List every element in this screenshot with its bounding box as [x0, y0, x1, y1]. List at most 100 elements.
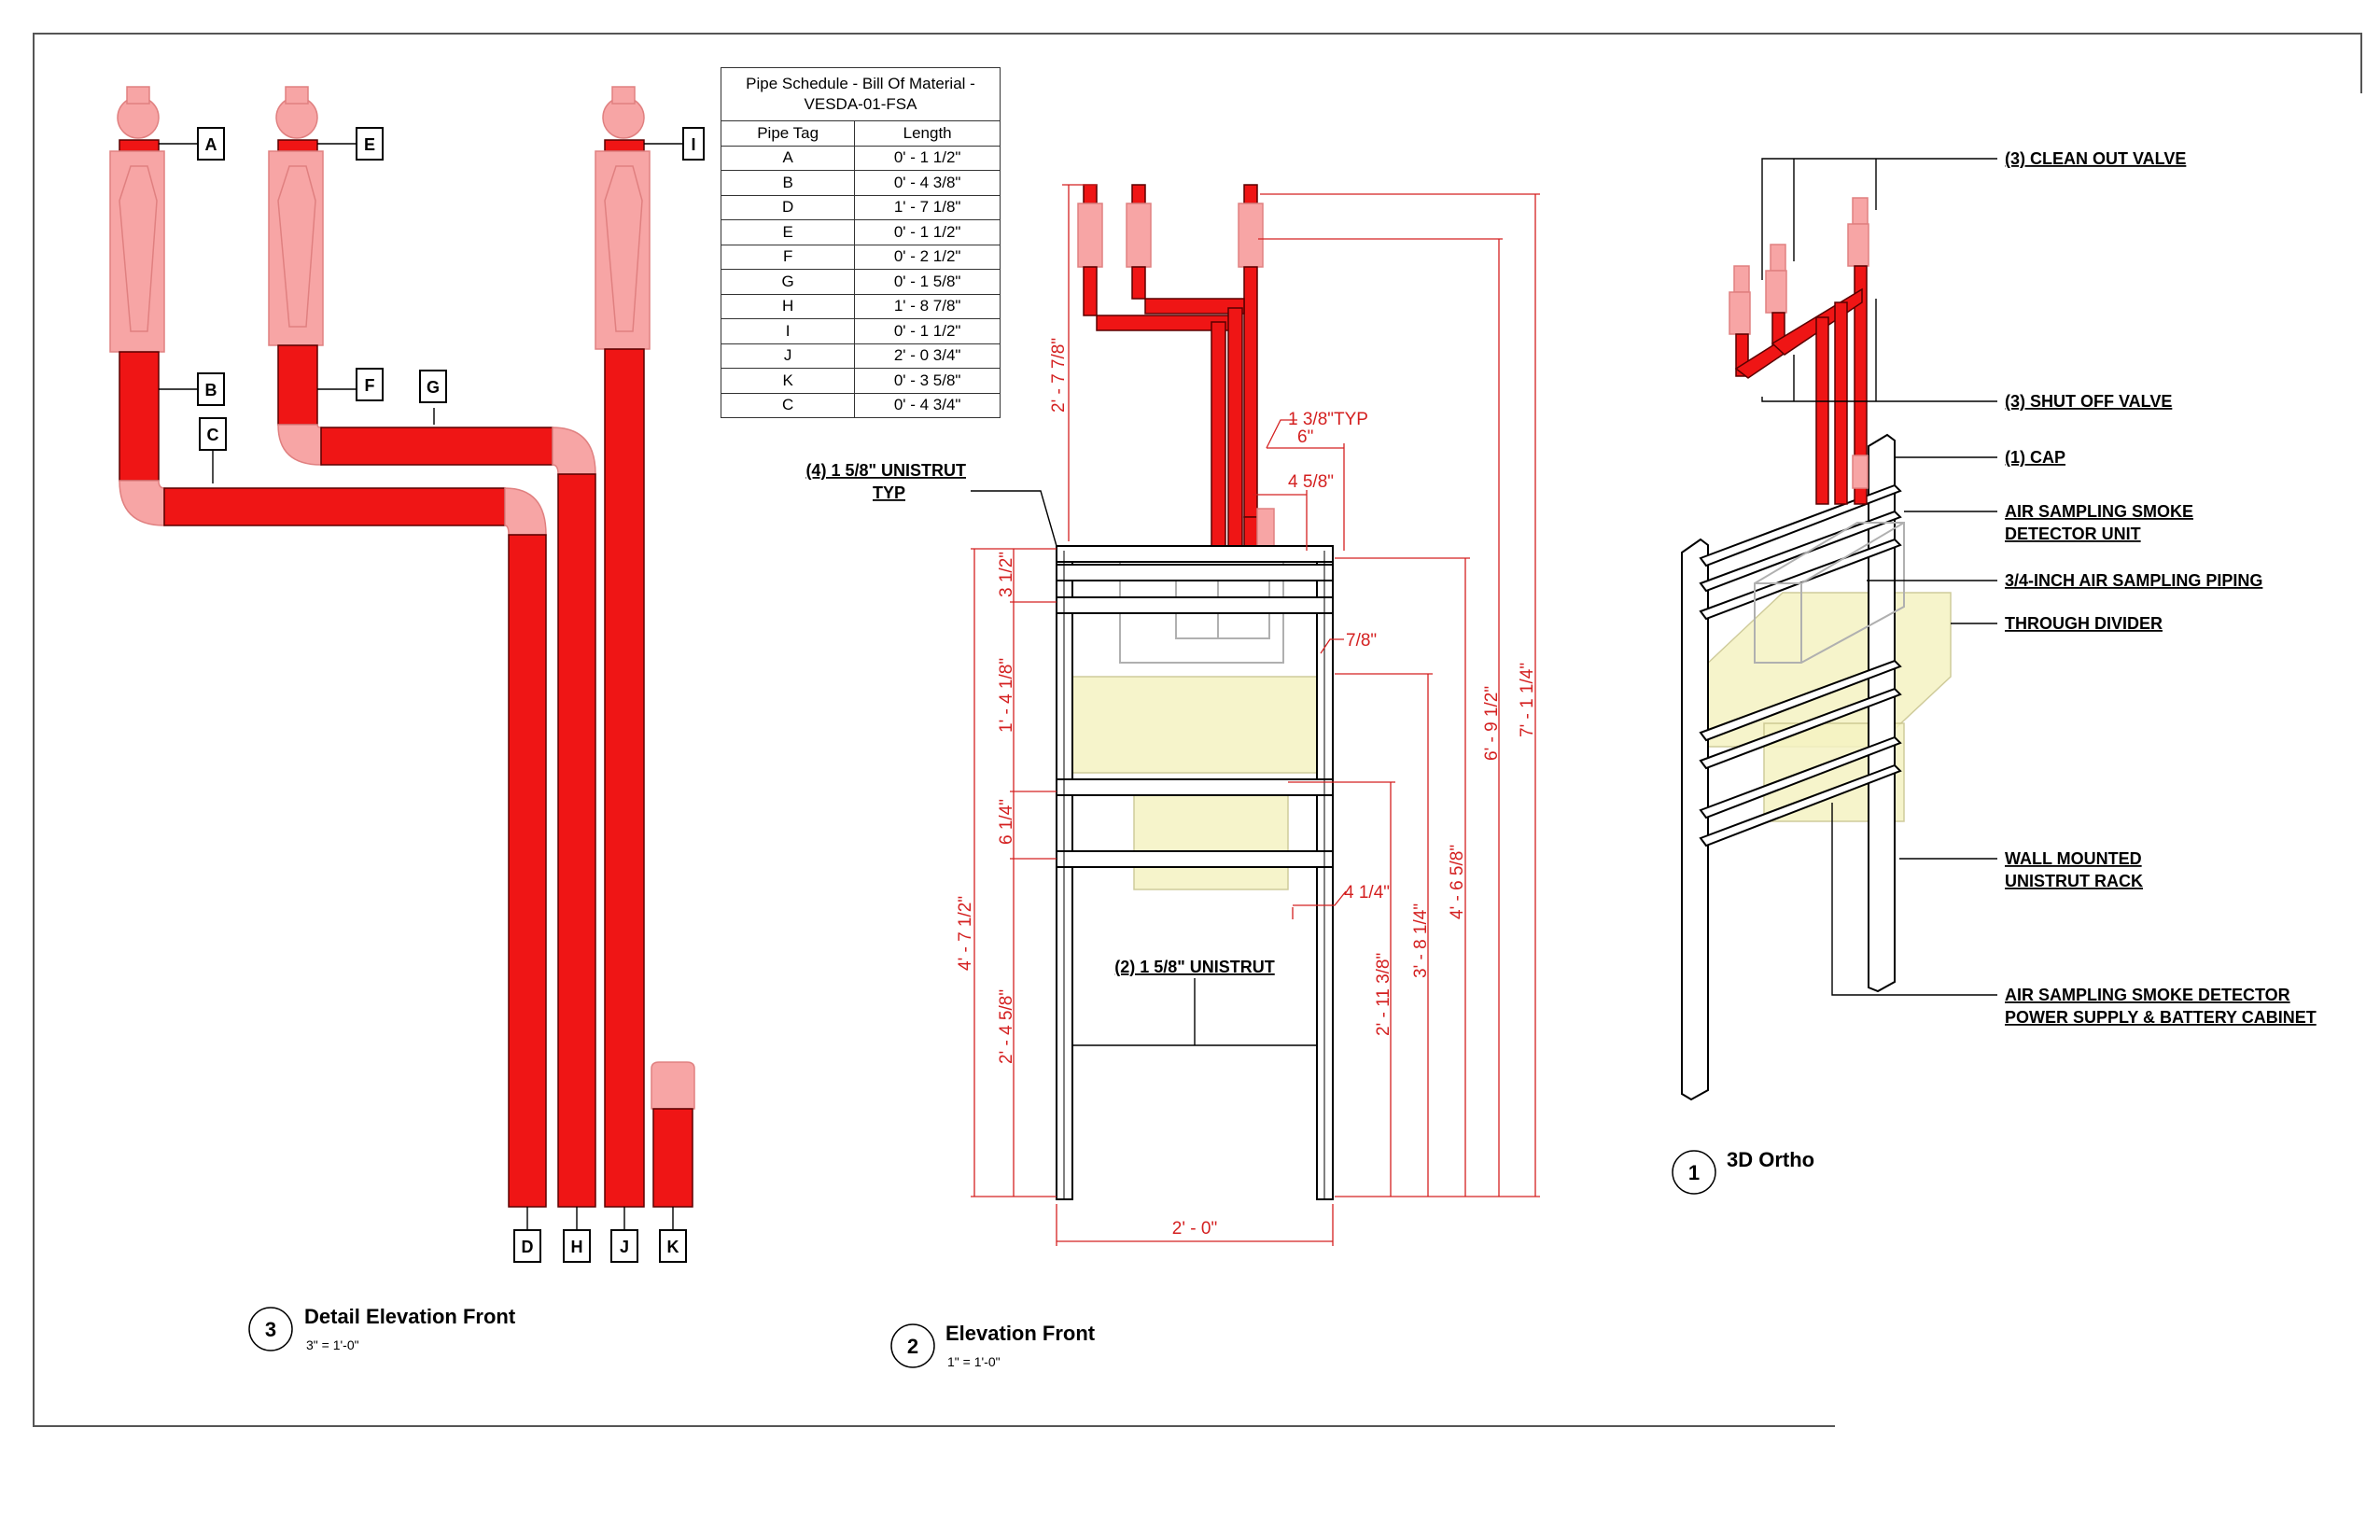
- view-number-bubble: [1672, 1150, 1716, 1195]
- svg-text:6": 6": [1297, 427, 1313, 447]
- svg-text:Detail Elevation Front: Detail Elevation Front: [304, 1305, 516, 1328]
- pipe-run-3: [595, 86, 651, 1208]
- svg-text:3D Ortho: 3D Ortho: [1727, 1148, 1814, 1171]
- tag-f: F: [356, 368, 384, 401]
- unistrut-rack: [1056, 545, 1334, 1200]
- pipe-tag-cell: F: [720, 244, 856, 270]
- callout-power-supply-1: AIR SAMPLING SMOKE DETECTOR: [2005, 986, 2290, 1004]
- svg-text:F: F: [365, 376, 375, 395]
- pipe-schedule-table: Pipe Schedule - Bill Of Material - VESDA…: [720, 67, 1001, 418]
- svg-text:1 3/8"TYP: 1 3/8"TYP: [1288, 410, 1368, 429]
- svg-text:B: B: [205, 381, 217, 399]
- svg-text:3' - 8 1/4": 3' - 8 1/4": [1411, 903, 1431, 978]
- ortho-leaders: [1761, 158, 1997, 996]
- svg-text:J: J: [620, 1238, 629, 1256]
- view-title-1: 1 3D Ortho: [1672, 1148, 1814, 1195]
- svg-text:(4) 1 5/8" UNISTRUT: (4) 1 5/8" UNISTRUT: [805, 461, 966, 480]
- view-number-bubble: [890, 1323, 935, 1368]
- pipe-tag-cell: D: [720, 194, 856, 220]
- svg-text:I: I: [691, 135, 695, 154]
- elevation-front-view: 2' - 7 7/8" 7' - 1 1/4" 6' - 9 1/2" 4' -…: [805, 184, 1540, 1369]
- svg-text:A: A: [205, 135, 217, 154]
- svg-text:1" = 1'-0": 1" = 1'-0": [947, 1354, 1001, 1369]
- callout-detector-unit-2: DETECTOR UNIT: [2005, 525, 2141, 543]
- svg-text:4 5/8": 4 5/8": [1288, 472, 1334, 492]
- callout-shut-off-valve: (3) SHUT OFF VALVE: [2005, 392, 2172, 411]
- pipe-tag-cell: G: [720, 269, 856, 295]
- detector-ghost: [1068, 676, 1334, 774]
- battery-cabinet-ghost: [1133, 781, 1289, 890]
- svg-text:7/8": 7/8": [1346, 631, 1377, 651]
- pipe-cap-k: [651, 1061, 695, 1208]
- svg-text:4 1/4": 4 1/4": [1344, 883, 1390, 903]
- svg-text:1' - 4 1/8": 1' - 4 1/8": [997, 658, 1016, 733]
- sheet-border: [33, 33, 2362, 1427]
- tag-b: B: [197, 372, 225, 406]
- svg-text:Elevation Front: Elevation Front: [945, 1322, 1096, 1345]
- tag-j: J: [610, 1229, 638, 1263]
- pipe-length-cell: 0' - 4 3/8": [854, 170, 1001, 196]
- schedule-title: Pipe Schedule - Bill Of Material - VESDA…: [721, 67, 1001, 120]
- pipe-run-2: [268, 86, 596, 1208]
- unistrut-labels: (4) 1 5/8" UNISTRUT TYP (2) 1 5/8" UNIST…: [805, 461, 1317, 1046]
- pipe-length-cell: 0' - 1 1/2": [854, 318, 1001, 344]
- svg-text:D: D: [522, 1238, 534, 1256]
- callout-rack-2: UNISTRUT RACK: [2005, 872, 2143, 890]
- svg-text:2' - 11 3/8": 2' - 11 3/8": [1374, 953, 1393, 1036]
- callout-sampling-piping: 3/4-INCH AIR SAMPLING PIPING: [2005, 571, 2262, 590]
- schedule-header-row: Pipe Tag Length: [720, 120, 1001, 147]
- pipe-length-cell: 1' - 7 1/8": [854, 194, 1001, 220]
- elevation-pipes: [1077, 184, 1275, 556]
- callout-power-supply-2: POWER SUPPLY & BATTERY CABINET: [2005, 1008, 2317, 1027]
- svg-text:6' - 9 1/2": 6' - 9 1/2": [1482, 686, 1502, 761]
- svg-text:K: K: [667, 1238, 679, 1256]
- ortho-rack: [1681, 433, 1902, 1101]
- tag-c: C: [199, 417, 227, 451]
- ortho-callouts: (3) CLEAN OUT VALVE (3) SHUT OFF VALVE (…: [2005, 149, 2317, 1027]
- pipe-length-cell: 0' - 2 1/2": [854, 244, 1001, 270]
- col-pipe-tag: Pipe Tag: [720, 120, 856, 147]
- pipe-length-cell: 0' - 4 3/4": [854, 392, 1001, 418]
- pipe-length-cell: 1' - 8 7/8": [854, 293, 1001, 319]
- svg-text:E: E: [364, 135, 375, 154]
- elevation-dimensions: 2' - 7 7/8" 7' - 1 1/4" 6' - 9 1/2" 4' -…: [956, 184, 1540, 1246]
- tag-k: K: [659, 1229, 687, 1263]
- callout-through-divider: THROUGH DIVIDER: [2005, 614, 2163, 633]
- callout-cap: (1) CAP: [2005, 448, 2065, 467]
- tag-a: A: [197, 127, 225, 161]
- pipe-run-1: [109, 86, 547, 1208]
- pipe-tag-cell: K: [720, 368, 856, 394]
- tag-g: G: [419, 370, 447, 403]
- tag-e: E: [356, 127, 384, 161]
- svg-text:4' - 7 1/2": 4' - 7 1/2": [956, 896, 975, 971]
- pipe-length-cell: 0' - 1 1/2": [854, 145, 1001, 171]
- svg-text:7' - 1 1/4": 7' - 1 1/4": [1518, 663, 1537, 737]
- tag-h: H: [563, 1229, 591, 1263]
- detail-elevation-view: A E I B F G C D H J K 3 Detail Elevation…: [109, 86, 705, 1352]
- callout-rack-1: WALL MOUNTED: [2005, 849, 2142, 868]
- svg-text:3: 3: [265, 1318, 276, 1341]
- pipe-length-cell: 0' - 1 1/2": [854, 219, 1001, 245]
- svg-text:C: C: [207, 426, 219, 444]
- svg-text:(2) 1 5/8" UNISTRUT: (2) 1 5/8" UNISTRUT: [1114, 958, 1275, 976]
- svg-text:2: 2: [907, 1335, 918, 1358]
- ortho-3d-view: (3) CLEAN OUT VALVE (3) SHUT OFF VALVE (…: [1672, 149, 2317, 1195]
- pipe-tag-cell: C: [720, 392, 856, 418]
- pipe-tag-cell: I: [720, 318, 856, 344]
- svg-text:H: H: [571, 1238, 583, 1256]
- ortho-detector: [1754, 522, 1905, 664]
- pipe-length-cell: 2' - 0 3/4": [854, 343, 1001, 369]
- svg-text:3 1/2": 3 1/2": [997, 552, 1016, 597]
- tag-i: I: [682, 127, 705, 161]
